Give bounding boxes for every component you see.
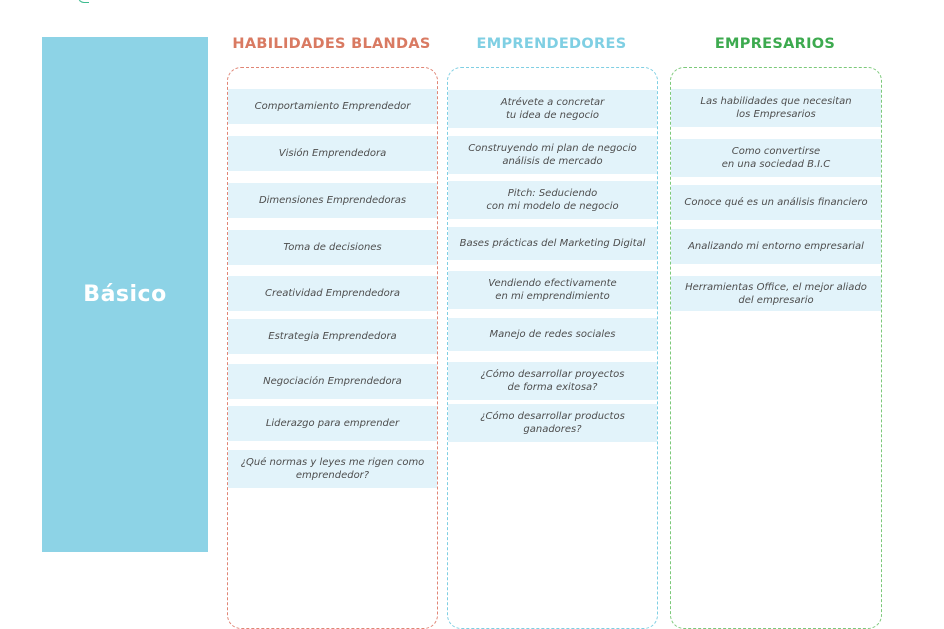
course-item[interactable]: ¿Cómo desarrollar productos ganadores? <box>448 404 657 442</box>
course-item[interactable]: Dimensiones Emprendedoras <box>228 183 437 218</box>
course-item[interactable]: Analizando mi entorno empresarial <box>671 229 881 264</box>
course-item[interactable]: Pitch: Seduciendo con mi modelo de negoc… <box>448 181 657 219</box>
column-habilidades-blandas: Comportamiento Emprendedor Visión Empren… <box>227 67 438 629</box>
course-item[interactable]: Atrévete a concretar tu idea de negocio <box>448 90 657 128</box>
course-item[interactable]: Liderazgo para emprender <box>228 406 437 441</box>
course-item[interactable]: Las habilidades que necesitan los Empres… <box>671 89 881 127</box>
course-item[interactable]: Construyendo mi plan de negocio análisis… <box>448 136 657 174</box>
course-item[interactable]: ¿Cómo desarrollar proyectos de forma exi… <box>448 362 657 400</box>
course-item[interactable]: Creatividad Emprendedora <box>228 276 437 311</box>
level-block: Básico <box>42 37 208 552</box>
course-item[interactable]: Toma de decisiones <box>228 230 437 265</box>
column-emprendedores: Atrévete a concretar tu idea de negocio … <box>447 67 658 629</box>
course-item[interactable]: Manejo de redes sociales <box>448 318 657 351</box>
course-item[interactable]: Como convertirse en una sociedad B.I.C <box>671 139 881 177</box>
course-item[interactable]: Visión Emprendedora <box>228 136 437 171</box>
course-item[interactable]: Conoce qué es un análisis financiero <box>671 185 881 220</box>
column-header-emprendedores: EMPRENDEDORES <box>476 36 627 52</box>
column-empresarios: Las habilidades que necesitan los Empres… <box>670 67 882 629</box>
course-item[interactable]: Comportamiento Emprendedor <box>228 89 437 124</box>
column-header-habilidades-blandas: HABILIDADES BLANDAS <box>232 36 431 52</box>
course-item[interactable]: Estrategia Emprendedora <box>228 319 437 354</box>
corner-decoration <box>78 0 89 3</box>
column-header-empresarios: EMPRESARIOS <box>714 36 836 52</box>
course-item[interactable]: Negociación Emprendedora <box>228 364 437 399</box>
level-label: Básico <box>83 282 167 307</box>
course-item[interactable]: Bases prácticas del Marketing Digital <box>448 227 657 260</box>
course-item[interactable]: Vendiendo efectivamente en mi emprendimi… <box>448 271 657 309</box>
course-item[interactable]: Herramientas Office, el mejor aliado del… <box>671 276 881 311</box>
course-item[interactable]: ¿Qué normas y leyes me rigen como empren… <box>228 450 437 488</box>
